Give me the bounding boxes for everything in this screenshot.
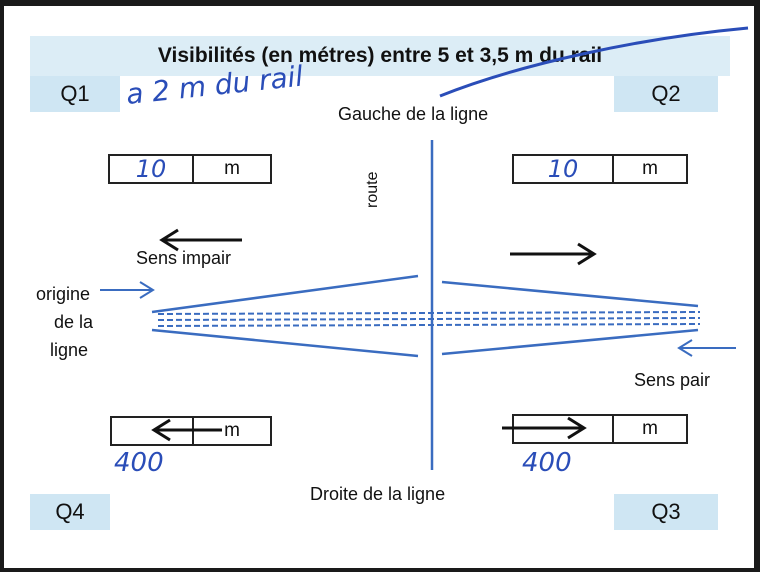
quadrant-q1-label: Q1 bbox=[30, 76, 120, 112]
handwritten-scribble bbox=[439, 26, 749, 98]
q2-direction-arrow-icon bbox=[510, 242, 597, 266]
visibility-unit-q2: m bbox=[642, 158, 658, 179]
origin-label-line2: de la bbox=[54, 312, 94, 332]
track-dashed-3 bbox=[157, 323, 701, 327]
quadrant-q4-label: Q4 bbox=[30, 494, 110, 530]
visibility-unit-q1: m bbox=[224, 158, 240, 179]
right-of-line-label: Droite de la ligne bbox=[310, 484, 446, 504]
origin-label-line1: origine bbox=[36, 284, 91, 304]
odd-direction-label: Sens impair bbox=[136, 248, 232, 268]
origin-arrow-icon bbox=[100, 281, 155, 299]
q4-direction-arrow-icon bbox=[151, 418, 222, 442]
rail-left-lower bbox=[151, 328, 419, 358]
even-direction-label: Sens pair bbox=[634, 370, 711, 390]
visibility-cell-left-q3 bbox=[514, 416, 614, 442]
visibility-box-q4: m bbox=[110, 416, 272, 446]
even-direction-arrow-icon bbox=[677, 339, 736, 357]
origin-label-line3: ligne bbox=[50, 340, 89, 360]
diagram-title: Visibilités (en métres) entre 5 et 3,5 m… bbox=[30, 36, 730, 76]
track-dashed-2 bbox=[157, 317, 701, 321]
rail-right-lower bbox=[441, 328, 699, 356]
visibility-box-q1: 10 m bbox=[108, 154, 272, 184]
rail-left-upper bbox=[151, 274, 419, 314]
visibility-value-q1: 10 bbox=[110, 155, 194, 183]
quadrant-q3-label: Q3 bbox=[614, 494, 718, 530]
visibility-unit-q3: m bbox=[642, 418, 658, 439]
quadrant-q2-label: Q2 bbox=[614, 76, 718, 112]
left-of-line-label: Gauche de la ligne bbox=[338, 104, 489, 124]
visibility-value-q2: 10 bbox=[514, 155, 614, 183]
visibility-box-q2: 10 m bbox=[512, 154, 688, 184]
q3-direction-arrow-icon bbox=[502, 416, 587, 440]
track-dashed-1 bbox=[157, 311, 701, 315]
visibility-value-q4: 400 bbox=[114, 448, 164, 478]
visibility-value-q3: 400 bbox=[522, 448, 572, 478]
rail-right-upper bbox=[441, 280, 699, 308]
visibility-unit-q4: m bbox=[224, 420, 240, 441]
odd-direction-arrow-icon bbox=[159, 228, 242, 252]
